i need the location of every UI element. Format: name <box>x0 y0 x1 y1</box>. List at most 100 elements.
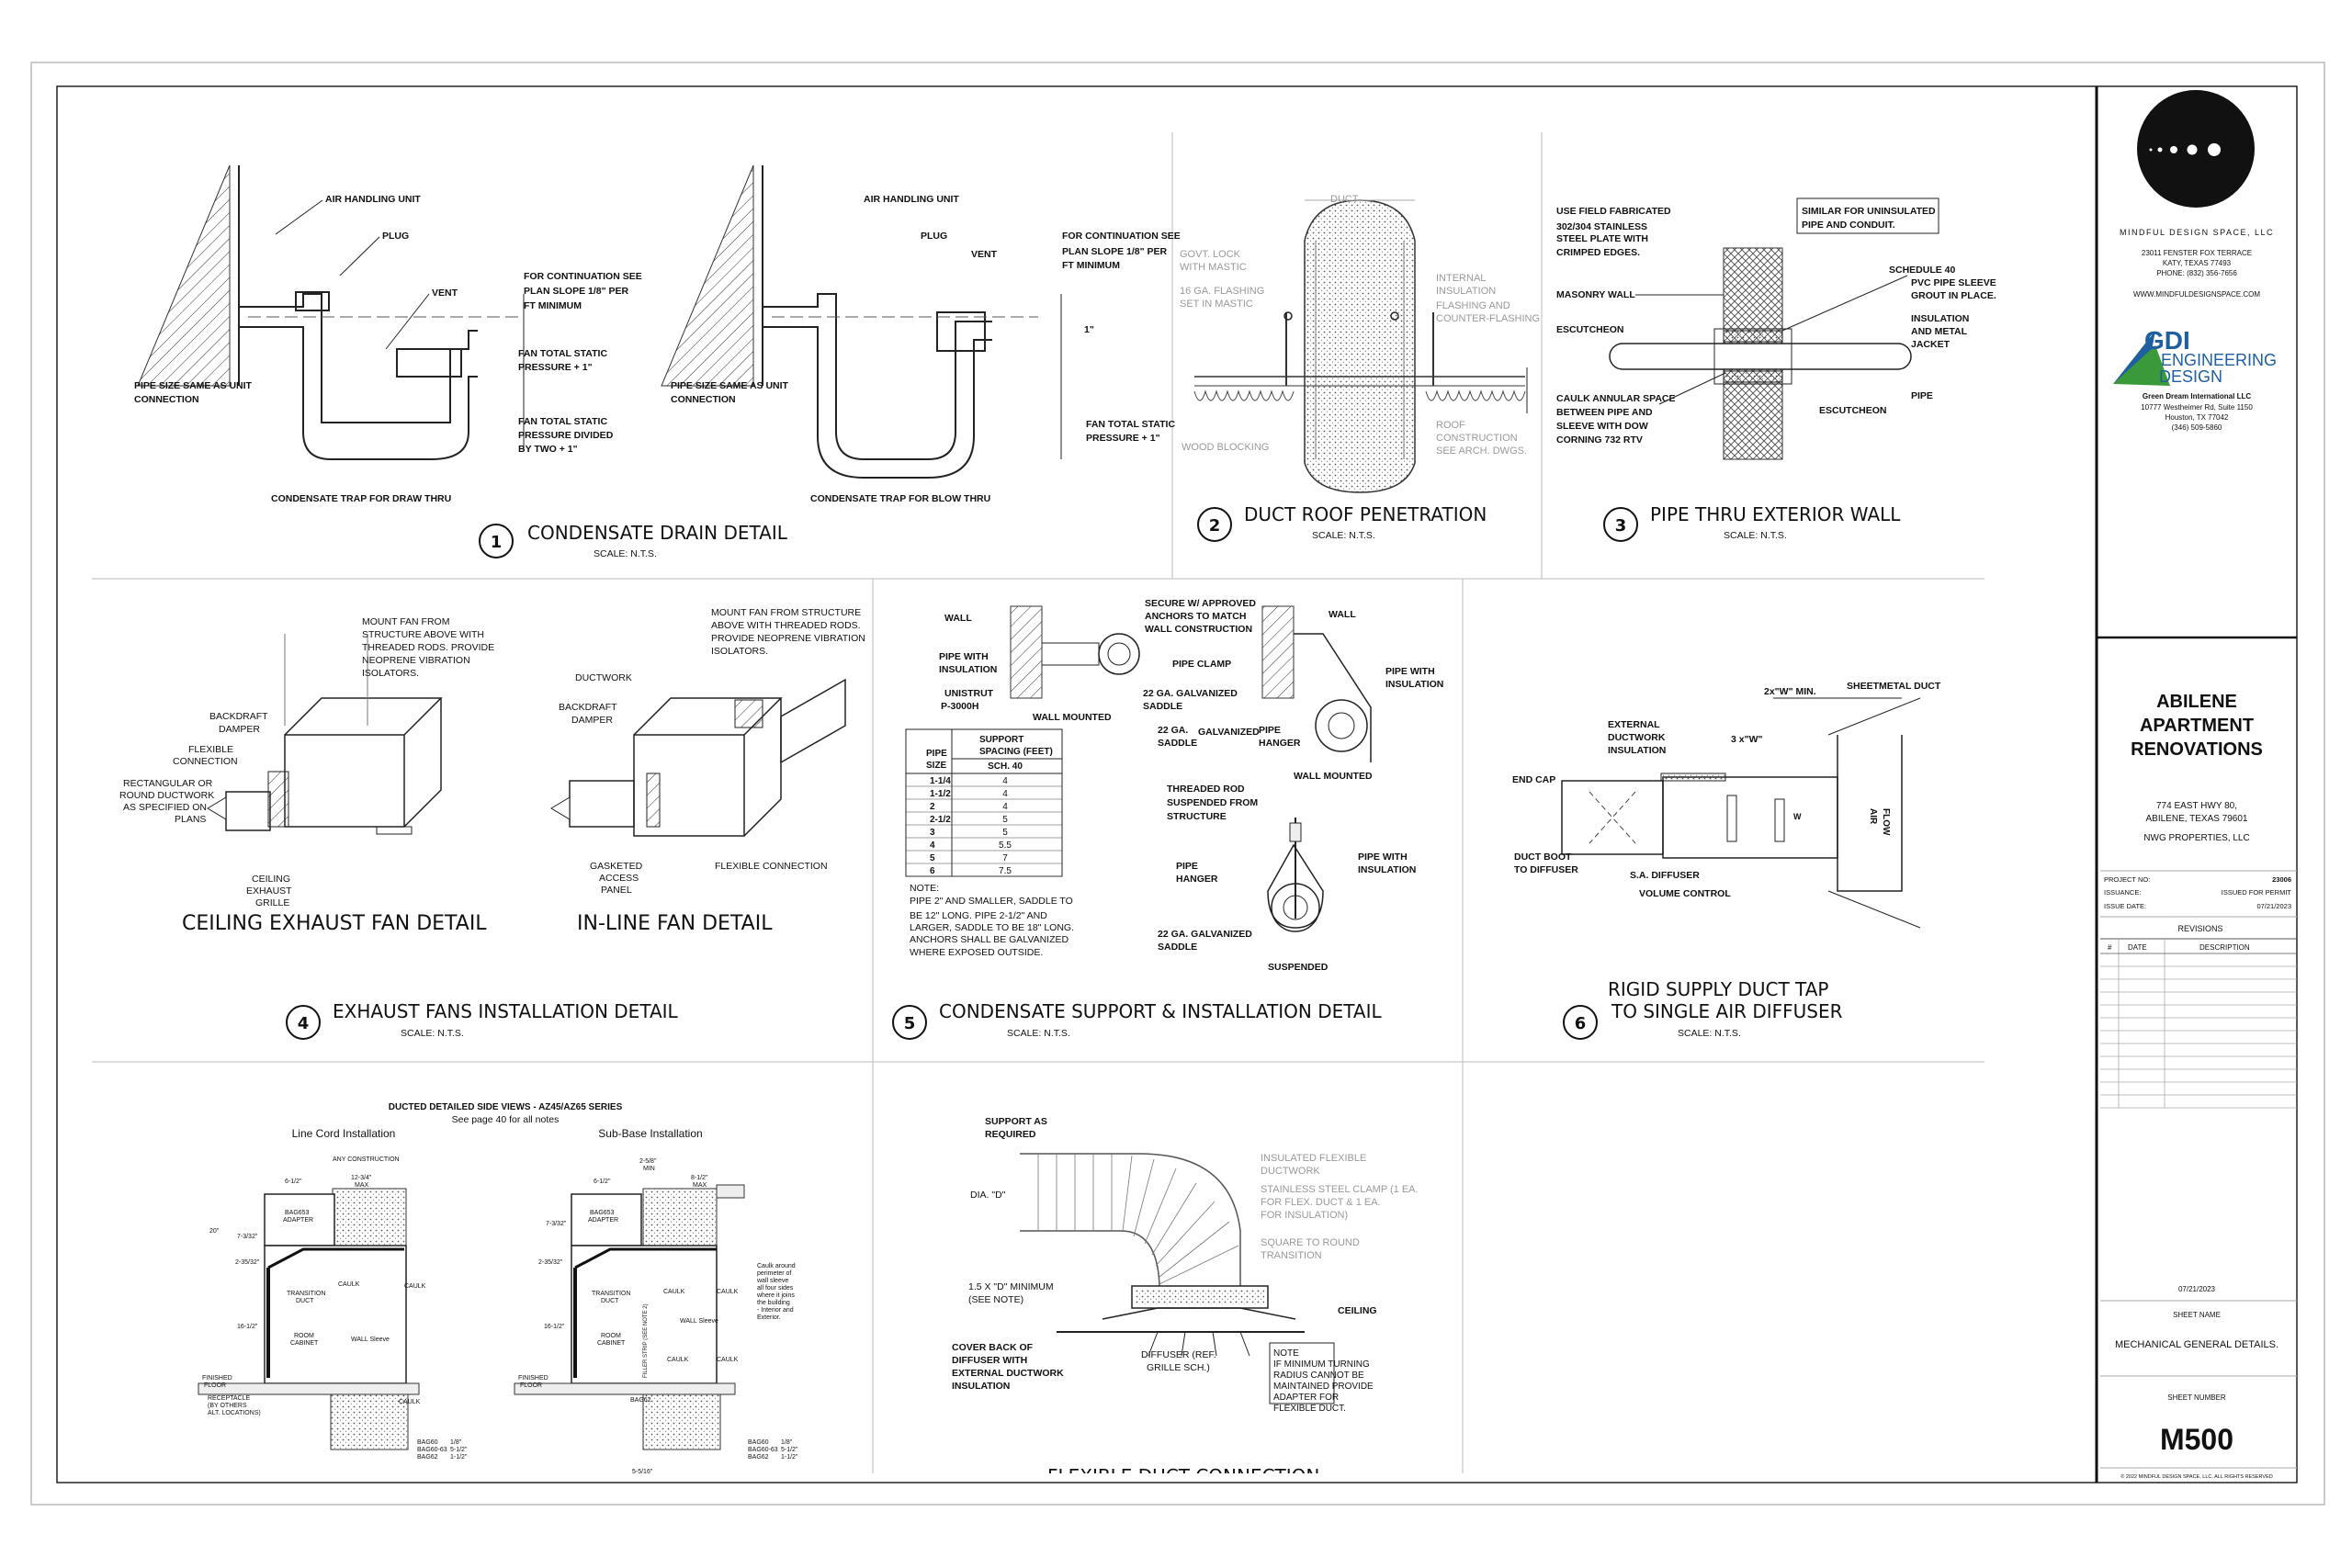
d4-rect4: PLANS <box>175 814 206 825</box>
detail-title-3: PIPE THRU EXTERIOR WALL <box>1650 503 1901 525</box>
d6-ext1: EXTERNAL <box>1608 719 1660 730</box>
d7-l-caulk1: CAULK <box>338 1281 360 1288</box>
detail-number-2: 2 <box>1209 516 1221 536</box>
d1-cont2: PLAN SLOPE 1/8" PER <box>524 286 629 297</box>
d5-rod2: SUSPENDED FROM <box>1167 797 1258 808</box>
d6-air: AIR <box>1868 808 1878 825</box>
d5-pwi3: PIPE WITH <box>1385 666 1435 677</box>
d3-sch2: PVC PIPE SLEEVE <box>1911 277 1996 288</box>
d4-mount5: ISOLATORS. <box>362 668 419 679</box>
d5-suspended: SUSPENDED <box>1268 962 1329 973</box>
d6-three: 3 x"W" <box>1731 734 1762 745</box>
pipe-size-cell: 2 <box>930 802 935 812</box>
d5-note5: ANCHORS SHALL BE GALVANIZED <box>910 934 1069 945</box>
d3-caulk4: CORNING 732 RTV <box>1556 434 1643 446</box>
d2-int2: INSULATION <box>1436 286 1496 297</box>
d7-r-h4: 16-1/2" <box>544 1324 565 1330</box>
pipe-size-cell: 1-1/4 <box>930 776 951 786</box>
detail-scale-6: SCALE: N.T.S. <box>1678 1028 1741 1039</box>
d8-ss3: FOR INSULATION) <box>1261 1210 1348 1221</box>
d5-note3: BE 12" LONG. PIPE 2-1/2" AND <box>910 910 1047 921</box>
d5-pwi5: PIPE WITH <box>1358 852 1408 863</box>
detail-title-4: EXHAUST FANS INSTALLATION DETAIL <box>333 1000 679 1022</box>
outer-border <box>30 62 2325 1506</box>
d7-caulk-note8: Exterior. <box>757 1314 781 1321</box>
d2-flash2: SET IN MASTIC <box>1180 299 1253 310</box>
spacing-cell: 4 <box>1002 776 1008 786</box>
d1-ftsd2: PRESSURE DIVIDED <box>518 430 614 441</box>
d8-ss2: FOR FLEX. DUCT & 1 EA. <box>1261 1197 1381 1208</box>
d6-min: 2x"W" MIN. <box>1764 686 1816 697</box>
d7-r-bag: BAG653 <box>590 1210 615 1216</box>
d3-ins2: AND METAL <box>1911 326 1968 337</box>
d7-l-bag: BAG653 <box>285 1210 310 1216</box>
d2-roof3: SEE ARCH. DWGS. <box>1436 446 1527 457</box>
project-addr2: ABILENE, TEXAS 79601 <box>2146 814 2248 824</box>
d4-mount2: STRUCTURE ABOVE WITH <box>362 629 484 640</box>
pipe-size-cell: 3 <box>930 828 935 838</box>
d5-hanger4: HANGER <box>1176 874 1218 885</box>
d3-use3: STEEL PLATE WITH <box>1556 233 1648 244</box>
gdi-logo-line3: DESIGN <box>2159 367 2222 386</box>
d7-r-v3: 1-1/2" <box>781 1454 798 1461</box>
detail-condensate-drain: AIR HANDLING UNIT PLUG VENT FOR CONTINUA… <box>134 164 1181 559</box>
firm-addr2: KATY, TEXAS 77493 <box>2163 259 2232 267</box>
issuance: ISSUED FOR PERMIT <box>2222 888 2292 897</box>
d3-caulk2: BETWEEN PIPE AND <box>1556 407 1653 418</box>
d5-pwi2: INSULATION <box>939 664 997 675</box>
d7-r-d6: 8-1/2" <box>691 1175 708 1181</box>
detail-flexible-duct: SUPPORT AS REQUIRED DIA. "D" INSULATED F… <box>952 1116 1419 1473</box>
d5-galv2: SADDLE <box>1158 738 1197 749</box>
d7-l-rec1: RECEPTACLE <box>208 1395 250 1402</box>
d7-r-v2: 5-1/2" <box>781 1447 798 1453</box>
d8-ins1: INSULATED FLEXIBLE <box>1261 1153 1366 1164</box>
d7-l-trans2: DUCT <box>296 1298 314 1304</box>
d7-any: ANY CONSTRUCTION <box>333 1156 400 1163</box>
pipe-size-cell: 1-1/2 <box>930 789 951 799</box>
d7-side: FILLER STRIP (SEE NOTE 2) <box>643 1303 649 1378</box>
d5-secure1: SECURE W/ APPROVED <box>1145 598 1256 609</box>
d5-note6: WHERE EXPOSED OUTSIDE. <box>910 947 1043 958</box>
d7-l-rec3: ALT. LOCATIONS) <box>208 1410 261 1416</box>
d4-bd2: DAMPER <box>219 724 260 735</box>
d7-r-trans1: TRANSITION <box>592 1291 630 1297</box>
d4b-bd2: DAMPER <box>571 715 613 726</box>
spacing-cell: 4 <box>1002 802 1008 812</box>
d7-r-b3: BAG62 <box>748 1454 769 1461</box>
d7-r-h3: 2-35/32" <box>538 1259 563 1266</box>
spacing-cell: 7 <box>1002 853 1008 863</box>
d8-n3: RADIUS CANNOT BE <box>1273 1371 1364 1381</box>
detail-title-6b: TO SINGLE AIR DIFFUSER <box>1611 1000 1843 1022</box>
d5-saddle4: SADDLE <box>1158 942 1197 953</box>
d7-r-h2: 7-3/32" <box>546 1221 567 1227</box>
project-name-1: ABILENE <box>2156 692 2237 712</box>
d8-cov1: COVER BACK OF <box>952 1342 1034 1353</box>
d4-mount3: THREADED RODS. PROVIDE <box>362 642 494 653</box>
detail-number-circle-6 <box>1563 1005 1598 1040</box>
spacing-cell: 5 <box>1002 828 1008 838</box>
d5-wall2: WALL <box>1329 609 1356 620</box>
d6-vc: VOLUME CONTROL <box>1639 888 1731 899</box>
d1-trap-draw: CONDENSATE TRAP FOR DRAW THRU <box>271 493 451 504</box>
d3-use4: CRIMPED EDGES. <box>1556 247 1640 258</box>
d2-wood: WOOD BLOCKING <box>1182 442 1269 453</box>
d3-caulk3: SLEEVE WITH DOW <box>1556 421 1648 432</box>
d1b-pipe1: PIPE SIZE SAME AS UNIT <box>671 380 789 391</box>
d4-rect3: AS SPECIFIED ON <box>123 802 207 813</box>
d7-l-h2: 7-3/32" <box>237 1234 258 1240</box>
d4-inline-title: IN-LINE FAN DETAIL <box>577 912 773 935</box>
d4-ceg3: GRILLE <box>255 897 289 908</box>
detail-number-3: 3 <box>1615 516 1627 536</box>
d8-n1: NOTE <box>1273 1348 1299 1359</box>
d8-diff1: DIFFUSER (REF. <box>1141 1349 1216 1360</box>
d6-flow: FLOW <box>1881 808 1891 836</box>
d5-unistrut1: UNISTRUT <box>944 688 994 699</box>
d7-r-d3: MAX <box>693 1182 707 1189</box>
d7-r-wallsleeve: WALL Sleeve <box>680 1318 718 1325</box>
d3-pipe: PIPE <box>1911 390 1933 401</box>
d7-l-rec2: (BY OTHERS <box>208 1403 247 1409</box>
d1-pipe2: CONNECTION <box>134 394 199 405</box>
d5-saddle2: SADDLE <box>1143 701 1182 712</box>
d7-l-h3: 2-35/32" <box>235 1259 260 1266</box>
issuance-label: ISSUANCE: <box>2104 888 2141 897</box>
